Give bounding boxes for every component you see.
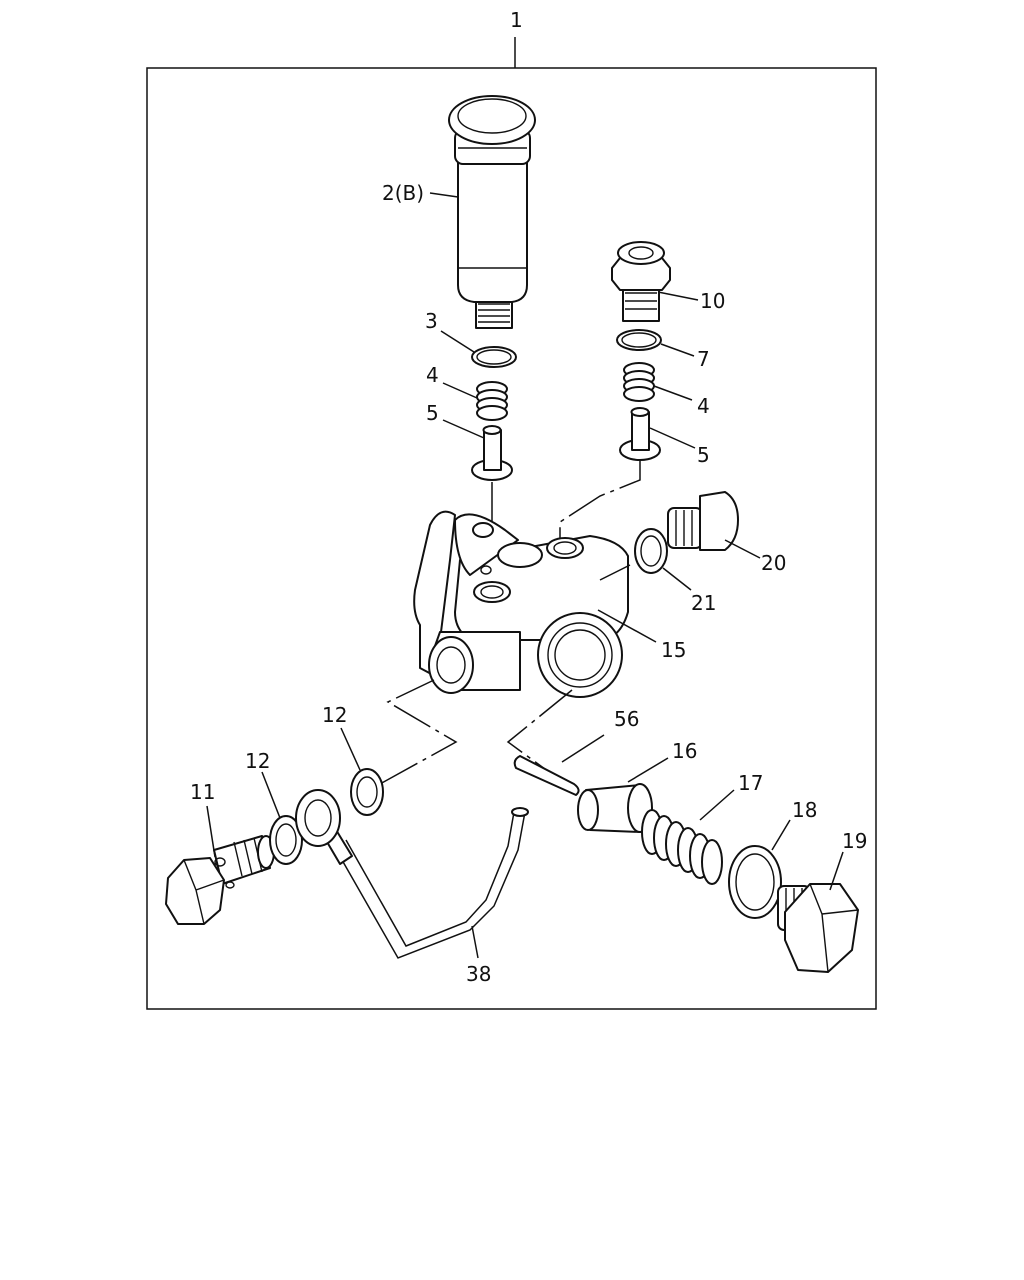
callout-4-right: 4 <box>697 394 710 418</box>
pump-body-15 <box>413 510 629 698</box>
check-valve-5-left <box>471 425 513 481</box>
callout-20: 20 <box>761 551 786 575</box>
eye-bolt-11 <box>165 835 275 925</box>
sleeve-16 <box>577 783 653 833</box>
washer-12-left <box>269 815 303 865</box>
spring-4-left <box>476 381 508 421</box>
washer-12-right <box>350 768 384 816</box>
callout-12-right: 12 <box>322 703 347 727</box>
callout-10: 10 <box>700 289 725 313</box>
callout-17: 17 <box>738 771 763 795</box>
callout-2b: 2(B) <box>382 181 424 205</box>
plug-20 <box>667 491 739 551</box>
spring-4-right <box>623 362 655 402</box>
callout-18: 18 <box>792 798 817 822</box>
callout-5-right: 5 <box>697 443 710 467</box>
callout-1: 1 <box>510 8 523 32</box>
callout-56: 56 <box>614 707 639 731</box>
callout-7: 7 <box>697 347 710 371</box>
callout-3: 3 <box>425 309 438 333</box>
callout-21: 21 <box>691 591 716 615</box>
fuel-pipe-38 <box>295 789 529 959</box>
priming-pump-cap <box>448 95 536 329</box>
callout-12-left: 12 <box>245 749 270 773</box>
gasket-21 <box>634 528 668 574</box>
callout-4-left: 4 <box>426 363 439 387</box>
callout-15: 15 <box>661 638 686 662</box>
pin-56 <box>513 755 580 796</box>
diagram-frame <box>146 67 877 1010</box>
callout-11: 11 <box>190 780 215 804</box>
fitting-10 <box>611 241 671 322</box>
check-valve-5-right <box>619 407 661 461</box>
spring-17 <box>641 809 723 885</box>
callout-16: 16 <box>672 739 697 763</box>
callout-19: 19 <box>842 829 867 853</box>
gasket-18 <box>728 845 782 919</box>
callout-38: 38 <box>466 962 491 986</box>
plug-19 <box>777 883 859 973</box>
callout-5-left: 5 <box>426 401 439 425</box>
